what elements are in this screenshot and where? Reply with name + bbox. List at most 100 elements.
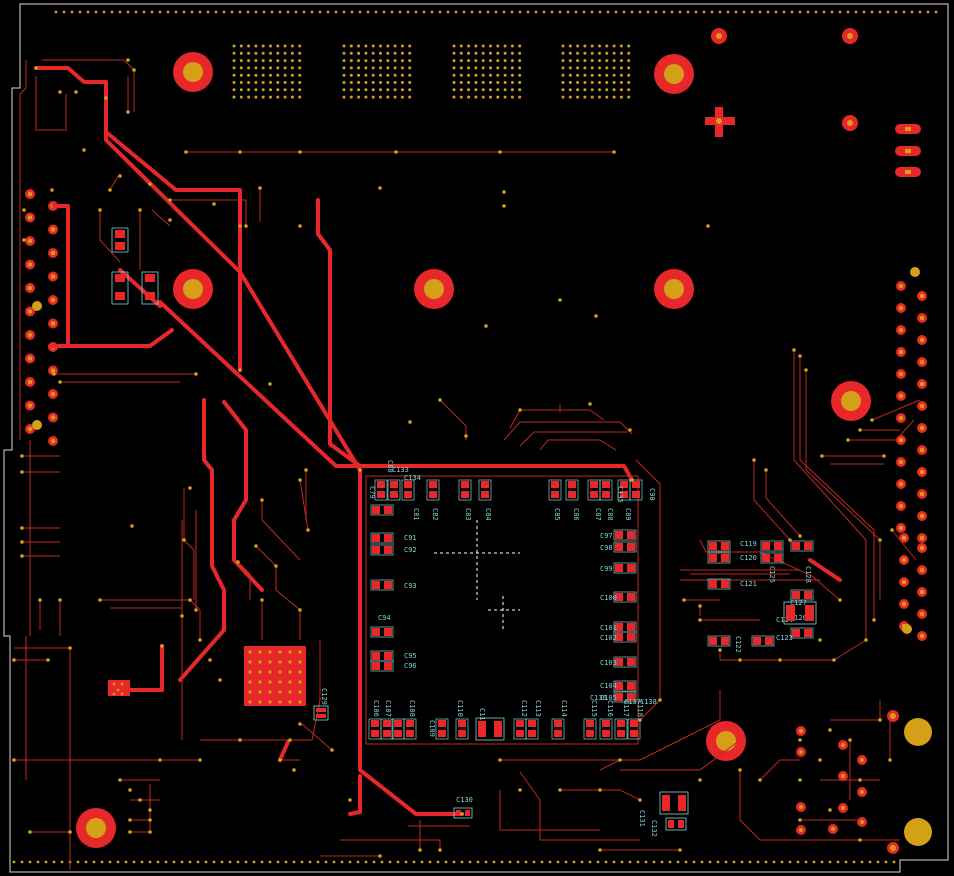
capacitor-pad (461, 491, 469, 498)
via (283, 51, 287, 55)
via (814, 10, 818, 14)
capacitor-pad (390, 481, 398, 488)
header-drill (898, 459, 904, 465)
capacitor-label: C117 (622, 700, 630, 717)
capacitor-pad (615, 623, 623, 631)
via (890, 528, 894, 532)
via (830, 10, 834, 14)
trace (805, 370, 881, 600)
via (132, 68, 136, 72)
via (452, 44, 456, 48)
capacitor-pad (615, 633, 623, 641)
connector-drill (831, 827, 835, 831)
via (548, 860, 552, 864)
via (308, 860, 312, 864)
via (278, 758, 282, 762)
via (496, 59, 500, 63)
via (276, 66, 280, 70)
capacitor-label: C106 (372, 700, 380, 717)
via (561, 95, 565, 99)
capacitor-pad (620, 481, 628, 488)
via (818, 758, 822, 762)
capacitor-pad (406, 720, 414, 727)
capacitor-outline (370, 504, 394, 516)
via (524, 860, 528, 864)
via (484, 860, 488, 864)
via (248, 700, 252, 704)
via (254, 81, 258, 84)
trace (340, 839, 441, 850)
via (518, 88, 522, 92)
header-drill (919, 315, 925, 321)
via (628, 860, 632, 864)
via (364, 860, 368, 864)
via (502, 10, 506, 14)
via (130, 524, 134, 528)
via (630, 478, 634, 482)
via (318, 10, 322, 14)
via (400, 66, 404, 70)
capacitor-pad (372, 652, 380, 660)
trace (719, 650, 780, 661)
via (612, 66, 616, 70)
via (278, 660, 282, 664)
via (561, 59, 565, 63)
via (894, 10, 898, 14)
via (386, 51, 390, 55)
via (20, 860, 24, 864)
via (614, 10, 618, 14)
capacitor-label: C114 (560, 700, 568, 717)
capacitor-label: C80 (386, 460, 394, 473)
via (804, 860, 808, 864)
header-drill (919, 611, 925, 617)
via (278, 10, 282, 14)
via (248, 670, 252, 674)
capacitor-label: C108 (408, 700, 416, 717)
via (798, 738, 802, 742)
trace (830, 700, 881, 721)
via (194, 372, 198, 376)
via (244, 224, 248, 228)
capacitor-pad (554, 720, 562, 727)
via (756, 860, 760, 864)
capacitor-label: C98 (600, 544, 613, 552)
via (248, 680, 252, 684)
via (132, 860, 136, 864)
via (269, 73, 272, 77)
trace (500, 690, 721, 761)
via (583, 95, 587, 99)
via (612, 88, 616, 92)
via (168, 198, 172, 202)
via (20, 540, 24, 544)
via (886, 10, 890, 14)
via (378, 186, 382, 190)
capacitor-pad (377, 481, 385, 488)
capacitor-pad (804, 591, 812, 599)
via (652, 860, 656, 864)
header-drill (898, 503, 904, 509)
capacitor-label: C97 (600, 532, 613, 540)
via (258, 650, 262, 654)
via (526, 10, 530, 14)
capacitor-label: C101 (600, 624, 617, 632)
trace (799, 356, 875, 620)
via (750, 10, 754, 14)
via (290, 66, 294, 70)
via (254, 66, 258, 70)
via (268, 690, 272, 694)
bottom-via-row (12, 860, 896, 864)
via (502, 204, 506, 208)
capacitor-label: C122 (734, 636, 742, 653)
capacitor-pad (721, 554, 729, 562)
via (182, 538, 186, 542)
trace (560, 789, 641, 801)
trace (255, 545, 301, 640)
capacitor-outline (370, 544, 394, 556)
via (393, 51, 397, 55)
via (718, 648, 722, 652)
header-drill (27, 379, 33, 385)
capacitor-pad (774, 554, 782, 562)
capacitor-label: C127 (790, 599, 807, 607)
via (574, 10, 578, 14)
via (646, 10, 650, 14)
